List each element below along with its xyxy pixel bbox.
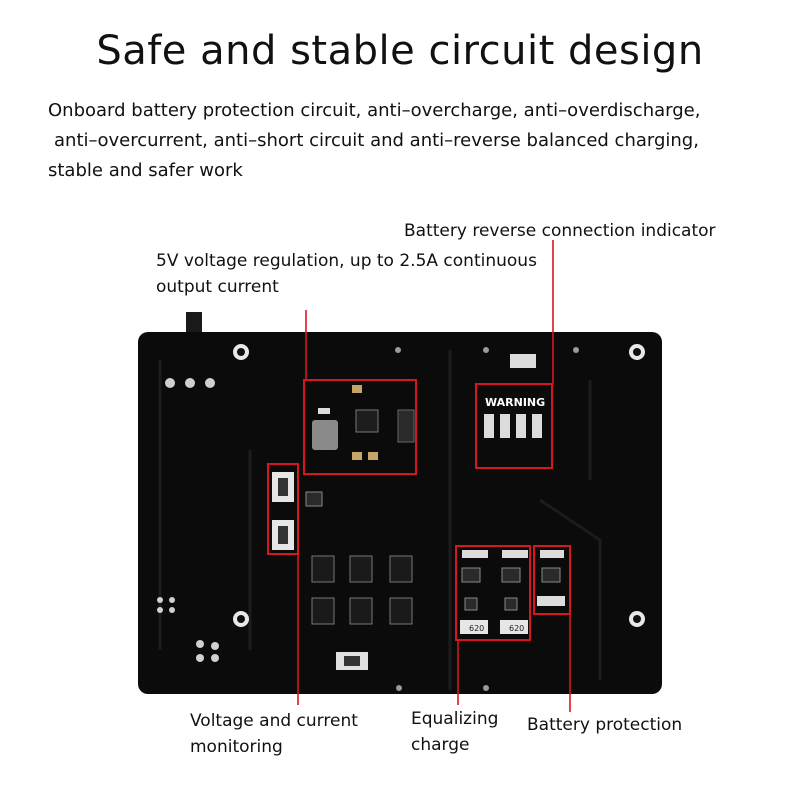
pcb-traces	[158, 350, 602, 690]
pcb-board	[138, 332, 662, 694]
highlight-monitoring	[267, 463, 299, 555]
mounting-holes	[233, 344, 645, 627]
label-protection: Battery protection	[527, 715, 683, 735]
label-reverse-indicator: Battery reverse connection indicator	[404, 221, 716, 241]
label-equalizing: Equalizing charge	[411, 709, 499, 755]
chip-code-2: 620	[509, 624, 524, 633]
label-voltage-regulation: 5V voltage regulation, up to 2.5A contin…	[156, 251, 537, 297]
regulator-module	[312, 385, 415, 460]
vias	[395, 347, 579, 691]
highlight-regulation	[303, 379, 417, 475]
power-switch	[186, 312, 202, 338]
ic-chips	[311, 555, 413, 625]
connector-pads	[157, 378, 219, 662]
equalizing-components: 620 620	[460, 550, 528, 634]
monitoring-components	[272, 472, 323, 550]
description-line-3: stable and safer work	[48, 160, 243, 181]
highlight-protection	[533, 545, 571, 615]
highlight-warning	[475, 383, 553, 469]
warning-block: WARNING	[484, 354, 545, 438]
feature-description: Onboard battery protection circuit, anti…	[48, 96, 768, 186]
label-monitoring: Voltage and current monitoring	[190, 711, 358, 757]
page-title: Safe and stable circuit design	[96, 28, 704, 74]
protection-components	[537, 550, 565, 606]
description-line-2: anti–overcurrent, anti–short circuit and…	[54, 130, 699, 151]
chip-code-1: 620	[469, 624, 484, 633]
warning-label: WARNING	[485, 396, 545, 409]
highlight-equalizing	[455, 545, 531, 641]
description-line-1: Onboard battery protection circuit, anti…	[48, 100, 701, 121]
